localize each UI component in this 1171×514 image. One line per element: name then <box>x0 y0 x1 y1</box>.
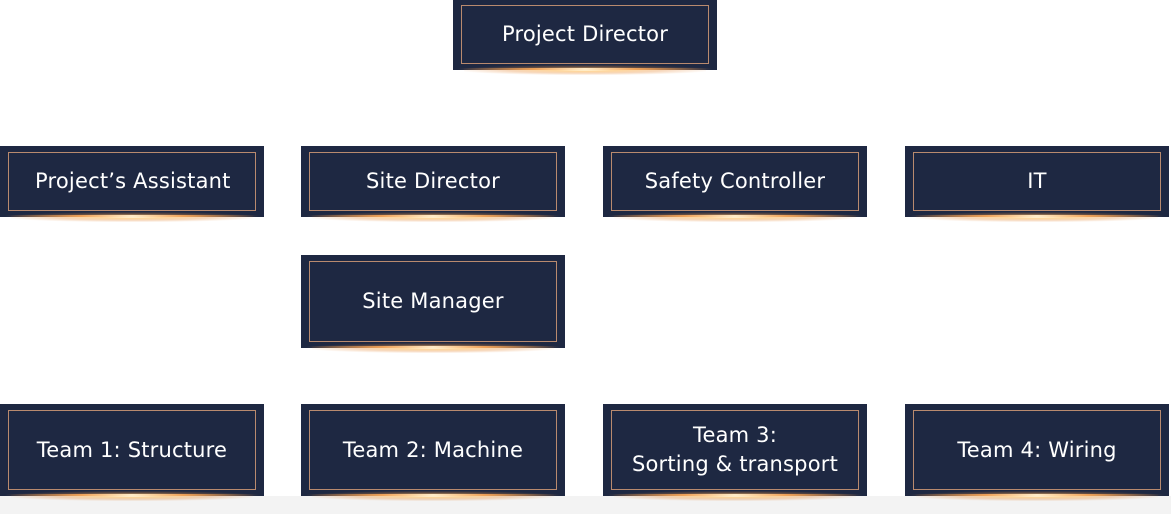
team-2-label: Team 2: Machine <box>309 410 557 490</box>
glow-line <box>306 215 560 217</box>
glow-line <box>5 494 259 496</box>
it-label: IT <box>913 152 1161 211</box>
project-director-label: Project Director <box>461 5 709 64</box>
site-manager-box: Site Manager <box>301 255 565 353</box>
glow-line <box>910 215 1164 217</box>
team-1-label: Team 1: Structure <box>8 410 256 490</box>
team-4-label: Team 4: Wiring <box>913 410 1161 490</box>
project-assistant-label: Project’s Assistant <box>8 152 256 211</box>
glow-line <box>608 494 862 496</box>
site-director-label: Site Director <box>309 152 557 211</box>
team-3-box: Team 3: Sorting & transport <box>603 404 867 501</box>
glow-highlight <box>10 212 254 222</box>
glow-line <box>458 68 712 70</box>
team-3-label: Team 3: Sorting & transport <box>611 410 859 490</box>
safety-controller-label: Safety Controller <box>611 152 859 211</box>
glow-line <box>910 494 1164 496</box>
safety-controller-box: Safety Controller <box>603 146 867 222</box>
team-2-box: Team 2: Machine <box>301 404 565 501</box>
site-director-box: Site Director <box>301 146 565 222</box>
glow-highlight <box>311 343 555 353</box>
team-4-box: Team 4: Wiring <box>905 404 1169 501</box>
site-manager-label: Site Manager <box>309 261 557 342</box>
glow-highlight <box>613 212 857 222</box>
project-assistant-box: Project’s Assistant <box>0 146 264 222</box>
project-director-box: Project Director <box>453 0 717 75</box>
glow-line <box>5 215 259 217</box>
glow-line <box>306 346 560 348</box>
team-1-box: Team 1: Structure <box>0 404 264 501</box>
glow-line <box>608 215 862 217</box>
glow-highlight <box>311 212 555 222</box>
it-box: IT <box>905 146 1169 222</box>
glow-highlight <box>463 65 707 75</box>
floor-shadow <box>0 496 1171 514</box>
glow-highlight <box>915 212 1159 222</box>
glow-line <box>306 494 560 496</box>
